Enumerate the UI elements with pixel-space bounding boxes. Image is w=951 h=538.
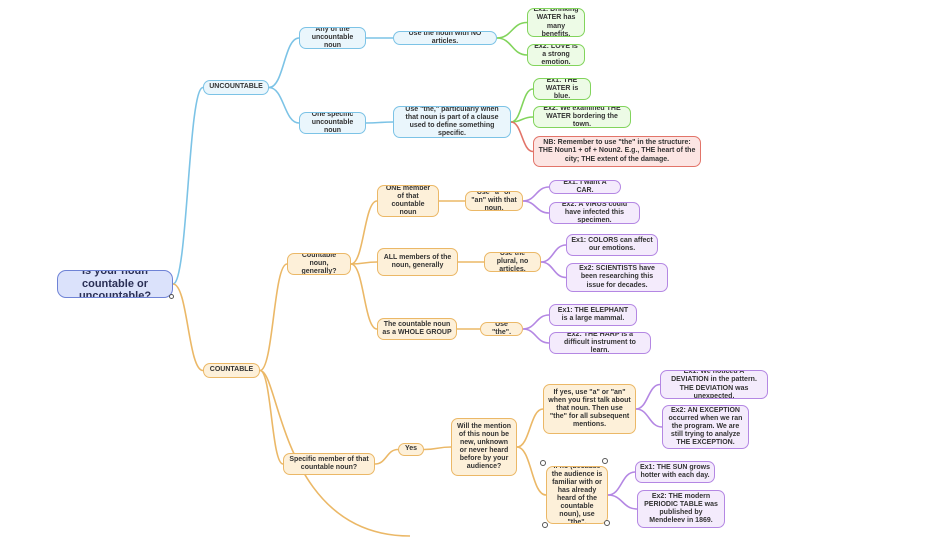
connector-if_yes-to-ex2_exception (635, 408, 663, 428)
root-question[interactable]: Is your noun countable or uncountable? (57, 270, 173, 298)
all-members-node[interactable]: ALL members of the noun, generally (377, 248, 458, 276)
connector-cnt_use_the-to-cnt_ex1_elephant (522, 314, 550, 330)
one-member-node[interactable]: ONE member of that countable noun (377, 185, 439, 217)
connector-unc_use_the-to-unc_ex1_water (510, 88, 534, 123)
countable-node[interactable]: COUNTABLE (203, 363, 260, 378)
connector-root-to-countable (172, 283, 204, 372)
connector-yes-to-will_mention (423, 446, 452, 451)
example-a-car[interactable]: Ex1: I want A CAR. (549, 180, 621, 194)
whole-group-node[interactable]: The countable noun as a WHOLE GROUP (377, 318, 457, 340)
countable-general-node[interactable]: Countable noun, generally? (287, 253, 351, 275)
connector-if_yes-to-ex1_deviation (635, 383, 661, 410)
will-mention-be-new-node[interactable]: Will the mention of this noun be new, un… (451, 418, 517, 476)
connector-if_no-to-ex2_periodic (607, 494, 638, 510)
example-a-virus[interactable]: Ex2: A VIRUS could have infected this sp… (549, 202, 640, 224)
any-uncountable-node[interactable]: Any of the uncountable noun (299, 27, 366, 49)
connector-cnt_use_a-to-cnt_ex1_car (522, 186, 550, 202)
connector-cnt_specific-to-yes (374, 448, 399, 465)
connector-cnt_general-to-cnt_one (350, 200, 378, 265)
specific-member-node[interactable]: Specific member of that countable noun? (283, 453, 375, 475)
example-deviation[interactable]: Ex1: We noticed A DEVIATION in the patte… (660, 370, 768, 399)
example-exception[interactable]: Ex2: AN EXCEPTION occurred when we ran t… (662, 405, 749, 449)
resize-handle-bottom-right[interactable] (604, 520, 610, 526)
connector-cnt_plural-to-cnt_ex2_scientists (540, 261, 567, 279)
uncountable-node[interactable]: UNCOUNTABLE (203, 80, 269, 95)
connector-uncountable-to-unc_specific (268, 86, 300, 124)
note-the-of-structure[interactable]: NB: Remember to use "the" in the structu… (533, 136, 701, 167)
connector-countable-to-cnt_general (259, 263, 288, 372)
use-the-uncountable-node[interactable]: Use "the," particularly when that noun i… (393, 106, 511, 138)
example-examined-water[interactable]: Ex2: We examined THE WATER bordering the… (533, 106, 631, 128)
use-no-articles-node[interactable]: Use the noun with NO articles. (393, 31, 497, 45)
example-colors[interactable]: Ex1: COLORS can affect our emotions. (566, 234, 658, 256)
if-yes-node[interactable]: If yes, use "a" or "an" when you first t… (543, 384, 636, 434)
example-the-elephant[interactable]: Ex1: THE ELEPHANT is a large mammal. (549, 304, 637, 326)
use-the-group-node[interactable]: Use "the". (480, 322, 523, 336)
use-a-an-node[interactable]: Use "a" or "an" with that noun. (465, 191, 523, 211)
resize-handle-top-left[interactable] (540, 460, 546, 466)
one-specific-uncountable-node[interactable]: One specific uncountable noun (299, 112, 366, 134)
connector-cnt_plural-to-cnt_ex1_colors (540, 244, 567, 263)
example-the-water[interactable]: Ex1: THE WATER is blue. (533, 78, 591, 100)
connector-countable-to-cnt_specific (259, 369, 284, 465)
if-no-node[interactable]: If no (because the audience is familiar … (546, 466, 608, 524)
connector-unc_use_the-to-unc_nb (510, 121, 534, 153)
example-periodic-table[interactable]: Ex2: THE modern PERIODIC TABLE was publi… (637, 490, 725, 528)
resize-handle-top-right[interactable] (602, 458, 608, 464)
example-love[interactable]: Ex2: LOVE is a strong emotion. (527, 44, 585, 66)
connector-uncountable-to-unc_any (268, 37, 300, 89)
use-plural-node[interactable]: Use the plural, no articles. (484, 252, 541, 272)
connector-unc_specific-to-unc_use_the (365, 121, 394, 124)
connector-root-to-uncountable (172, 86, 204, 285)
connector-cnt_use_a-to-cnt_ex2_virus (522, 200, 550, 214)
root-collapse-handle[interactable] (169, 294, 174, 299)
yes-node[interactable]: Yes (398, 443, 424, 456)
connector-unc_use_the-to-unc_ex2_examined (510, 116, 534, 123)
resize-handle-bottom-left[interactable] (542, 522, 548, 528)
connector-cnt_general-to-cnt_all (350, 261, 378, 265)
example-the-sun[interactable]: Ex1: THE SUN grows hotter with each day. (635, 461, 715, 483)
connector-unc_no_articles-to-unc_ex1_drinking (496, 21, 528, 39)
connector-will_mention-to-if_no (516, 446, 547, 496)
connector-if_no-to-ex1_sun (607, 471, 636, 496)
example-drinking-water[interactable]: Ex1: Drinking WATER has many benefits. (527, 8, 585, 37)
connector-unc_no_articles-to-unc_ex2_love (496, 37, 528, 56)
connector-cnt_general-to-cnt_whole (350, 263, 378, 330)
connector-cnt_use_the-to-cnt_ex2_harp (522, 328, 550, 344)
example-scientists[interactable]: Ex2: SCIENTISTS have been researching th… (566, 263, 668, 292)
connector-will_mention-to-if_yes (516, 408, 544, 448)
example-the-harp[interactable]: Ex2: THE HARP is a difficult instrument … (549, 332, 651, 354)
